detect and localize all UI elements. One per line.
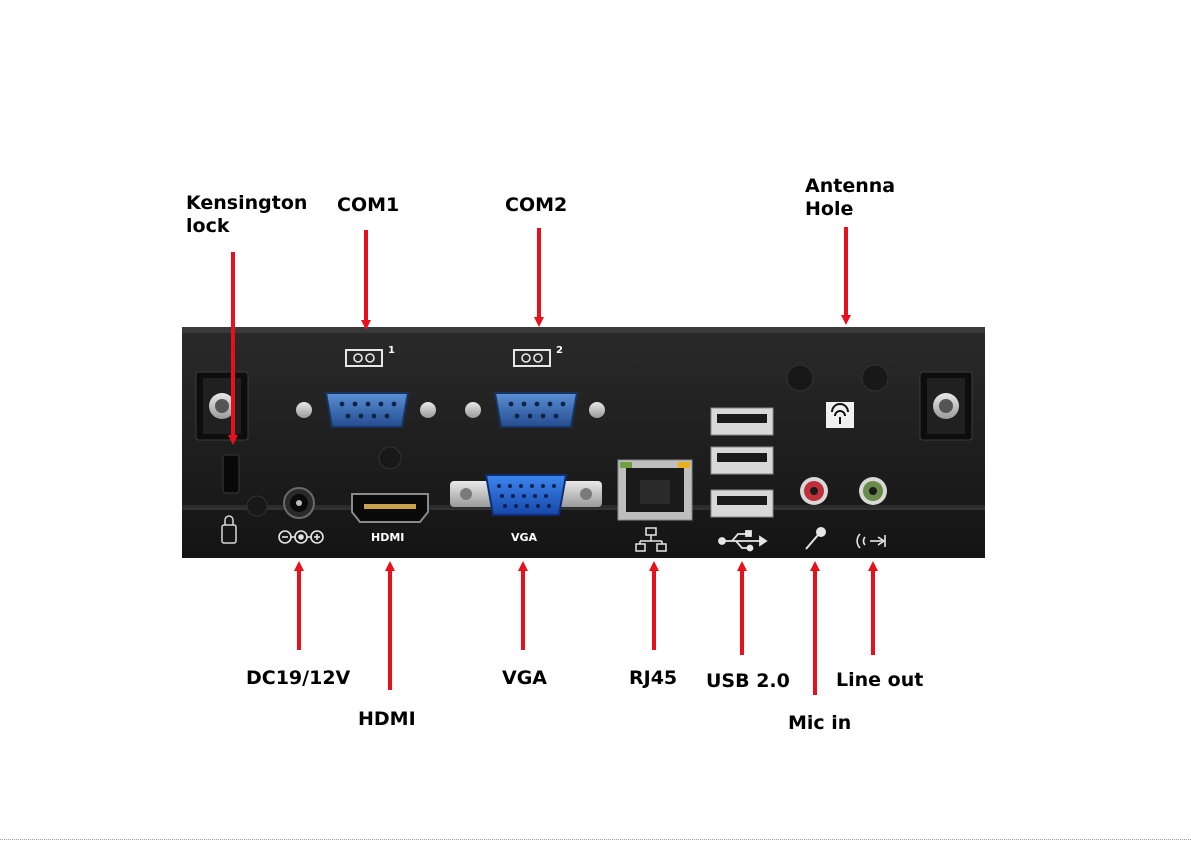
hdmi-panel-mark: HDMI [371,531,404,544]
label-dc: DC19/12V [246,667,350,690]
label-com2: COM2 [505,194,567,217]
label-mic-in: Mic in [788,712,851,735]
chassis-rear-panel [182,327,985,558]
label-hdmi: HDMI [358,708,416,731]
label-line-out: Line out [836,669,923,692]
label-rj45: RJ45 [629,667,677,690]
page-bottom-rule [0,839,1191,840]
label-antenna-hole: Antenna Hole [805,175,895,221]
label-vga: VGA [502,667,547,690]
antenna-icon [826,402,854,428]
label-kensington-lock: Kensington lock [186,192,307,238]
label-com1: COM1 [337,194,399,217]
label-usb: USB 2.0 [706,670,790,693]
vga-panel-mark: VGA [511,531,537,544]
com1-index-mark: 1 [388,345,395,356]
hdmi-connector [352,494,428,522]
com2-index-mark: 2 [556,345,563,356]
